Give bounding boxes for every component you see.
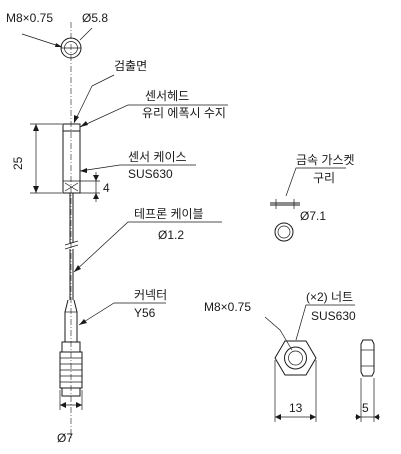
top-fitting-circle <box>60 37 82 59</box>
cable-diameter-label: Ø1.2 <box>158 228 184 242</box>
offset-arrow-top <box>93 175 99 181</box>
connector-body <box>59 299 83 397</box>
detect-face-leader <box>73 74 115 124</box>
nut-thick-arrow-right <box>374 414 379 420</box>
gasket-diameter-label: Ø7.1 <box>300 209 326 223</box>
head-arrow <box>80 121 88 127</box>
connector-arrow-right <box>76 402 82 408</box>
cable-arrow <box>74 265 81 272</box>
nut-width-arrow-left <box>275 414 281 420</box>
case-leader <box>79 164 196 172</box>
top-diameter-label: Ø5.8 <box>82 11 108 25</box>
gasket-side-view <box>270 199 300 209</box>
nut-thread-label: M8×0.75 <box>204 300 251 314</box>
top-thread-label: M8×0.75 <box>6 11 53 25</box>
offset-label: 4 <box>103 181 110 195</box>
nut-qty-leader <box>295 304 355 341</box>
length-arrow-top <box>33 124 39 131</box>
connector-model-label: Y56 <box>134 306 156 320</box>
nut-material-label: SUS630 <box>311 309 356 323</box>
nut-thick-arrow-left <box>356 414 361 420</box>
sensor-head <box>62 123 81 132</box>
detect-face-arrow <box>74 115 79 123</box>
case-label: 센서 케이스 <box>128 150 187 164</box>
sensor-case <box>62 130 81 194</box>
case-material-label: SUS630 <box>128 167 173 181</box>
head-material-label: 유리 에폭시 수지 <box>142 106 226 120</box>
connector-diameter-label: Ø7 <box>57 431 73 445</box>
connector-label: 커넥터 <box>134 288 167 302</box>
nut-front-view <box>274 340 317 376</box>
offset-arrow-bottom <box>93 193 99 199</box>
nut-thickness-label: 5 <box>362 401 369 415</box>
connector-arrow <box>79 319 87 325</box>
head-label: 센서헤드 <box>145 89 189 103</box>
cable-label: 테프론 케이블 <box>134 207 204 221</box>
gasket-label: 금속 가스켓 <box>296 153 355 167</box>
thread-leader <box>21 33 63 48</box>
connector-leader <box>78 302 166 326</box>
cable-leader <box>73 221 222 273</box>
gasket-material-label: 구리 <box>313 171 335 185</box>
case-arrow <box>80 168 87 173</box>
nut-thread-leader <box>264 316 293 351</box>
detect-face-label: 검출면 <box>114 59 147 73</box>
length-arrow-bottom <box>33 186 39 193</box>
gasket-leader <box>285 167 346 197</box>
length-label: 25 <box>11 156 25 170</box>
nut-side-view <box>360 339 375 377</box>
thread-arrow <box>55 43 62 47</box>
head-leader <box>79 104 228 128</box>
diameter-leader <box>79 27 93 41</box>
nut-qty-label: (×2) 너트 <box>306 290 353 304</box>
gasket-front-view <box>274 222 294 242</box>
nut-width-arrow-right <box>310 414 316 420</box>
teflon-cable <box>64 193 79 300</box>
connector-arrow-left <box>60 402 66 408</box>
nut-width-label: 13 <box>289 401 303 415</box>
